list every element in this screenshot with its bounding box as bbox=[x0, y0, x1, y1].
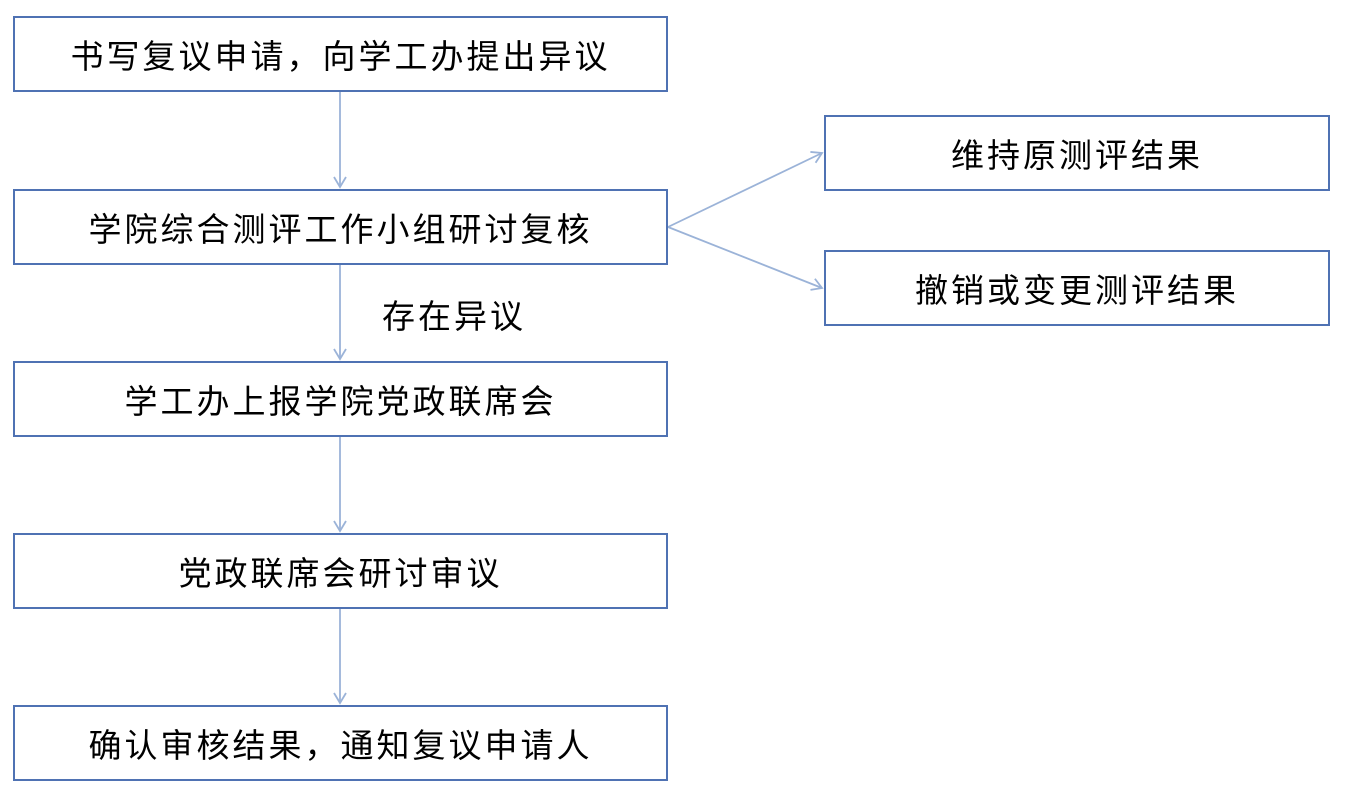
step-college-panel-review: 学院综合测评工作小组研讨复核 bbox=[13, 189, 668, 265]
step-submit-review-request: 书写复议申请，向学工办提出异议 bbox=[13, 16, 668, 92]
edge-n2-n7 bbox=[667, 226, 824, 291]
step-confirm-and-notify: 确认审核结果，通知复议申请人 bbox=[13, 705, 668, 781]
step-report-to-joint-meeting: 学工办上报学院党政联席会 bbox=[13, 361, 668, 437]
outcome-keep-result: 维持原测评结果 bbox=[824, 115, 1330, 191]
edge-label-objection: 存在异议 bbox=[382, 297, 526, 336]
step-joint-meeting-deliberation: 党政联席会研讨审议 bbox=[13, 533, 668, 609]
outcome-revoke-or-change-result: 撤销或变更测评结果 bbox=[824, 250, 1330, 326]
edge-n2-n6 bbox=[667, 151, 824, 228]
